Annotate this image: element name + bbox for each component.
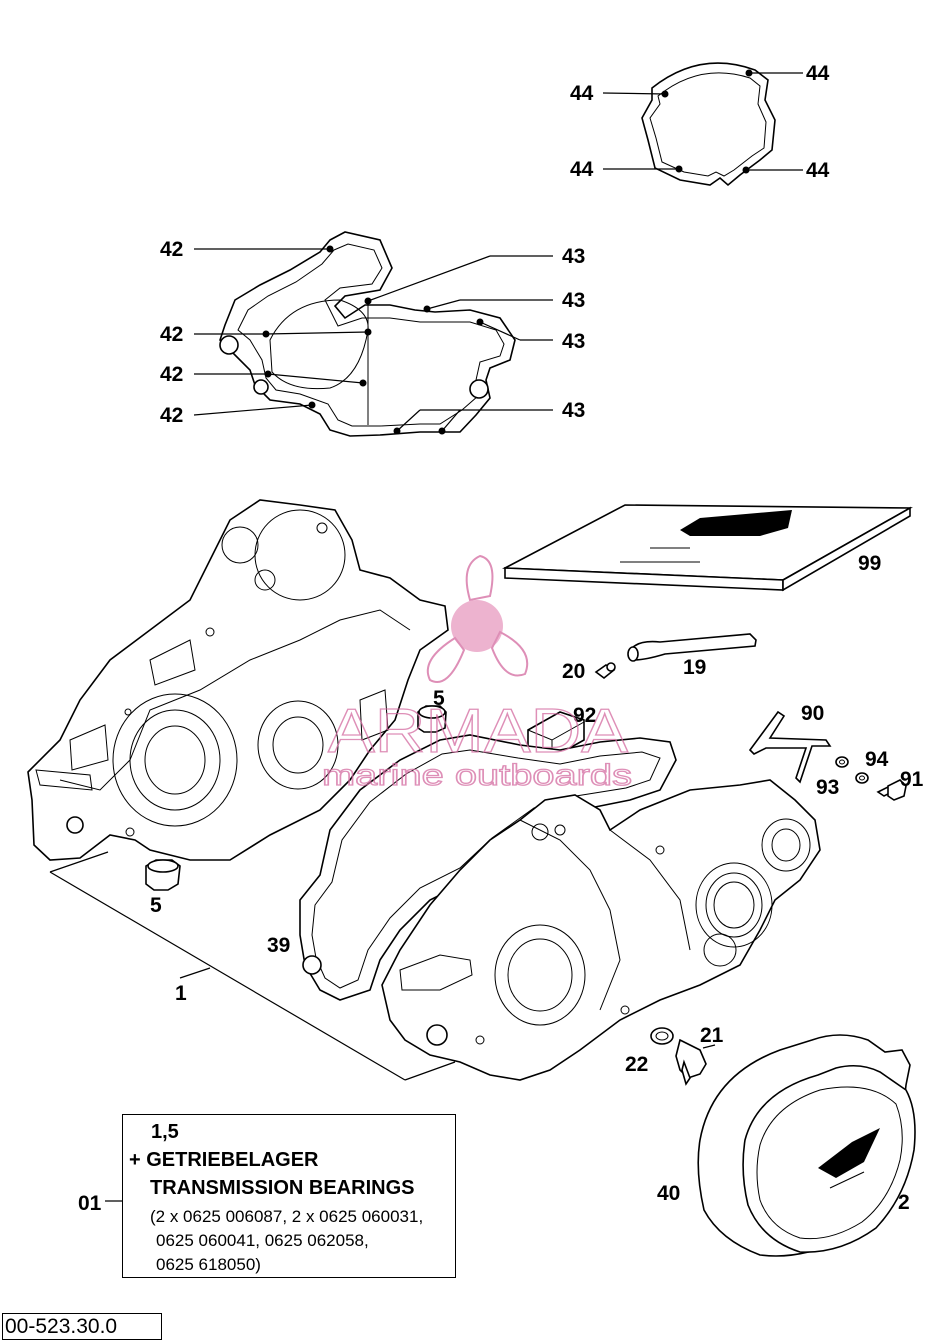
callout-19: 19 (683, 656, 706, 679)
callout-94: 94 (865, 748, 889, 771)
kit-line: 0625 060041, 0625 062058, (156, 1231, 369, 1250)
drain-plug (675, 1038, 707, 1086)
kit-line: TRANSMISSION BEARINGS (150, 1177, 415, 1199)
callout-2: 2 (898, 1191, 910, 1214)
kit-line: 1,5 (151, 1121, 179, 1143)
callout-21: 21 (700, 1024, 724, 1047)
leader-line (179, 967, 211, 979)
callout-43: 43 (562, 330, 585, 353)
bearing-bush (417, 705, 447, 733)
callout-5: 5 (433, 687, 445, 710)
callout-44: 44 (570, 158, 594, 181)
callout-93: 93 (816, 776, 839, 799)
kit-reference-number: 01 (78, 1192, 102, 1215)
callout-43: 43 (562, 399, 585, 422)
bearing-bush (145, 859, 181, 891)
leader-line (49, 871, 406, 1081)
right-crankcase-half (381, 779, 821, 1081)
callout-42: 42 (160, 238, 183, 261)
callout-42: 42 (160, 404, 183, 427)
callout-43: 43 (562, 289, 585, 312)
kit-line: + GETRIEBELAGER (129, 1149, 319, 1171)
chain-guide (748, 710, 832, 784)
ignition-cover (742, 1064, 916, 1253)
breather-hose (627, 633, 757, 662)
kit-line: 0625 618050) (156, 1255, 261, 1274)
callout-90: 90 (801, 702, 824, 725)
callout-99: 99 (858, 552, 881, 575)
callout-1: 1 (175, 982, 187, 1005)
callout-20: 20 (562, 660, 585, 683)
propeller-logo (426, 554, 529, 683)
drawing-number: 00-523.30.0 (2, 1313, 162, 1340)
callout-40: 40 (657, 1182, 680, 1205)
washer (835, 756, 849, 768)
callout-44: 44 (806, 159, 830, 182)
watermark-brand: ARMADA (328, 697, 629, 766)
seal-ring (650, 1027, 674, 1045)
callout-44: 44 (806, 62, 830, 85)
washer (855, 772, 869, 784)
screw (876, 779, 907, 801)
gasket-kit-package (502, 504, 913, 592)
leader-line (702, 1044, 716, 1049)
breather-nipple (594, 662, 616, 680)
kit-contents-box: 1,5 + GETRIEBELAGER TRANSMISSION BEARING… (122, 1114, 456, 1278)
callout-91: 91 (900, 768, 924, 791)
clutch-cover-gasket (602, 62, 803, 187)
watermark-tagline: marine outboards (322, 759, 632, 792)
callout-22: 22 (625, 1053, 648, 1076)
callout-42: 42 (160, 323, 183, 346)
brand-watermark: ARMADA marine outboards (321, 554, 633, 793)
leader-line (49, 851, 109, 873)
callout-92: 92 (573, 704, 596, 727)
leader-line (404, 1061, 456, 1081)
callout-5: 5 (150, 894, 162, 917)
left-crankcase-half (27, 499, 449, 861)
callout-44: 44 (570, 82, 594, 105)
callout-39: 39 (267, 934, 290, 957)
callout-43: 43 (562, 245, 585, 268)
callout-42: 42 (160, 363, 183, 386)
crankcase-gasket (193, 231, 553, 437)
kit-line: (2 x 0625 006087, 2 x 0625 060031, (150, 1207, 424, 1226)
